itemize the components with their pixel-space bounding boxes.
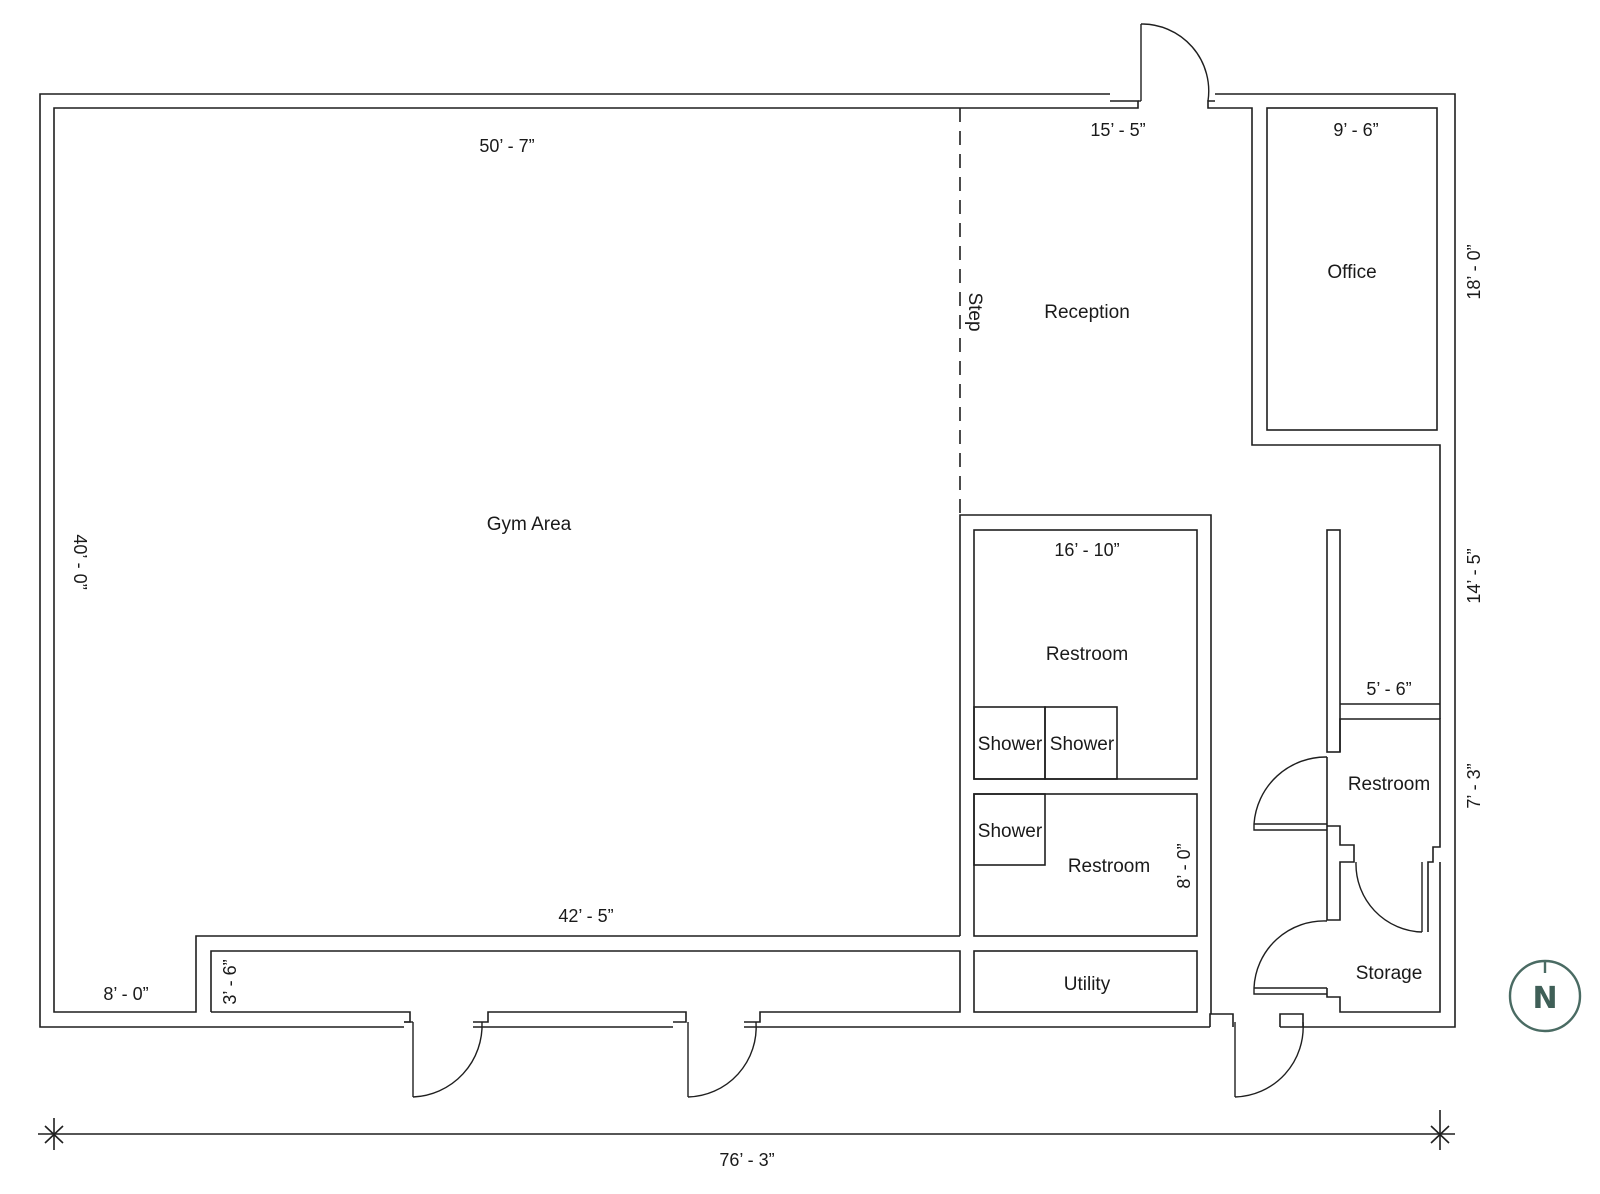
door-swing-inner [1355,861,1423,933]
dim-gym-depth: 40’ - 0” [70,534,90,589]
compass-label: N [1532,981,1557,1016]
dim-gym-south: 42’ - 5” [558,906,613,926]
outer-wall-south-outside-c [1215,93,1456,1028]
dim-reception-width: 15’ - 5” [1090,120,1145,140]
restroom-block-wall [959,514,1212,1014]
corridor-wall-c [211,1011,411,1023]
door-swing-south-1 [412,1021,483,1098]
dim-southwest-offset: 8’ - 0” [103,984,148,1004]
door-swing-storage [1253,920,1328,989]
label-shower-3: Shower [978,821,1043,842]
outer-wall-inside-north [53,100,1139,1013]
storage-wall [1326,862,1441,1013]
corridor-wall-b [473,1011,687,1023]
dim-tick-left-b [44,1125,64,1144]
dim-east-lower: 7’ - 3” [1464,763,1484,808]
door-jamb-storage [1253,988,1327,995]
label-restroom-main: Restroom [1046,644,1128,665]
label-shower-1: Shower [978,734,1043,755]
shower-2-box [1044,706,1118,780]
dim-office-width: 9’ - 6” [1333,120,1378,140]
dim-east-upper: 18’ - 0” [1464,244,1484,299]
label-utility: Utility [1064,974,1111,995]
outer-wall-inside-northeast [1207,100,1441,719]
dim-restroom-width: 16’ - 10” [1054,540,1119,560]
dim-overall-width: 76’ - 3” [719,1150,774,1170]
door-jamb-south-3 [1209,1013,1234,1027]
dim-gym-width: 50’ - 7” [479,136,534,156]
outer-wall-outside [39,93,1110,1028]
restroom-storage-partition [1326,757,1355,921]
compass: N [1508,959,1582,1033]
door-swing-south-2 [687,1021,757,1098]
label-storage: Storage [1356,963,1423,984]
label-shower-2: Shower [1050,734,1115,755]
label-restroom-small: Restroom [1348,774,1430,795]
dim-tick-right-b [1430,1125,1450,1144]
dim-restroom-lower: 8’ - 0” [1174,843,1194,888]
dim-corridor-depth: 3’ - 6” [220,959,240,1004]
label-restroom-middle: Restroom [1068,856,1150,877]
dim-hall-width: 5’ - 6” [1366,679,1411,699]
dim-east-middle: 14’ - 5” [1464,548,1484,603]
shower-3-box [973,793,1046,866]
label-step: Step [964,292,985,331]
utility-room [973,950,1198,1013]
label-gym-area: Gym Area [487,514,572,535]
door-jamb-restroom-small [1253,824,1327,831]
small-restroom-wall [1339,718,1441,932]
label-reception: Reception [1044,302,1130,323]
corridor-wall [210,950,961,1023]
office-room [1266,107,1438,431]
door-swing-north [1140,23,1210,102]
label-office: Office [1327,262,1376,283]
hall-partition [1326,529,1341,753]
door-jamb-south-3b [1279,1013,1304,1027]
door-swing-south-3 [1234,1021,1304,1098]
door-swing-restroom-small [1253,756,1328,825]
